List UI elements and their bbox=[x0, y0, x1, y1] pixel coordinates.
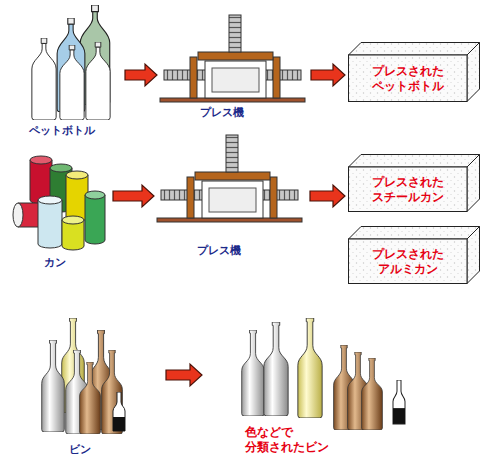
cans bbox=[66, 171, 88, 179]
text-holder: カン bbox=[10, 256, 100, 270]
illustration-node: カン bbox=[10, 150, 110, 270]
flow-arrow bbox=[113, 185, 154, 207]
pet-bottle bbox=[60, 45, 84, 120]
cans bbox=[13, 156, 105, 250]
text-holder: ビン bbox=[55, 443, 105, 457]
block-top bbox=[349, 155, 480, 168]
block-front bbox=[349, 239, 468, 284]
text-holder: プレスされた アルミカン bbox=[348, 239, 467, 284]
cans bbox=[30, 156, 52, 164]
illustration-node: プレス機 bbox=[157, 155, 307, 258]
flow-arrow bbox=[125, 64, 157, 86]
cans bbox=[85, 195, 105, 244]
item-label: ペットボトル bbox=[22, 124, 102, 138]
block-top bbox=[349, 227, 480, 240]
item-label: カン bbox=[10, 256, 100, 270]
illustration-node: プレス機 bbox=[160, 35, 308, 120]
glass-bottle bbox=[42, 340, 65, 432]
block-front bbox=[349, 167, 468, 212]
block-label: プレスされた アルミカン bbox=[348, 247, 467, 277]
glass-bottle bbox=[298, 318, 322, 418]
flow-arrow bbox=[166, 364, 202, 386]
pressed-block: プレスされた アルミカン bbox=[348, 226, 480, 284]
cans bbox=[38, 200, 62, 248]
press-machine bbox=[160, 15, 305, 102]
item-label: ビン bbox=[55, 443, 105, 457]
illustration-node: ビン bbox=[35, 315, 163, 457]
pet-bottle bbox=[32, 38, 56, 120]
block-label: プレスされた ペットボトル bbox=[348, 64, 467, 94]
glass-bottles bbox=[42, 318, 125, 434]
glass-bottle bbox=[362, 358, 383, 430]
glass-bottle bbox=[80, 362, 101, 434]
cans bbox=[50, 164, 72, 172]
text-holder: 色などで 分類されたビン bbox=[245, 425, 357, 455]
block-front bbox=[349, 55, 468, 102]
glass-bottle bbox=[242, 330, 265, 416]
block-label: プレスされた スチールカン bbox=[348, 175, 467, 205]
text-holder: プレスされた スチールカン bbox=[348, 167, 467, 212]
cans bbox=[13, 203, 23, 227]
glass-bottle bbox=[393, 380, 405, 424]
glass-bottle bbox=[264, 322, 288, 416]
illustration-node: 色などで 分類されたビン bbox=[205, 315, 415, 455]
cans bbox=[85, 191, 105, 199]
press-machine bbox=[157, 135, 302, 222]
block-side bbox=[467, 155, 480, 212]
cans bbox=[62, 216, 84, 224]
item-label: 色などで 分類されたビン bbox=[245, 425, 357, 455]
text-holder: プレス機 bbox=[169, 244, 269, 258]
glass-bottle bbox=[113, 392, 125, 431]
block-side bbox=[467, 43, 480, 102]
block-top bbox=[349, 43, 480, 56]
illustration-node: ペットボトル bbox=[22, 5, 122, 138]
sorted-bottles bbox=[242, 318, 405, 430]
text-holder: プレスされた ペットボトル bbox=[348, 55, 467, 102]
pet-bottle bbox=[86, 42, 110, 120]
flow-arrow bbox=[310, 185, 345, 207]
item-label: プレス機 bbox=[169, 244, 269, 258]
flow-arrow bbox=[311, 64, 345, 86]
pressed-block: プレスされた スチールカン bbox=[348, 154, 480, 212]
cans bbox=[38, 196, 62, 204]
text-holder: プレス機 bbox=[172, 106, 272, 120]
text-holder: ペットボトル bbox=[22, 124, 102, 138]
pet-bottles bbox=[32, 5, 110, 120]
block-side bbox=[467, 227, 480, 284]
item-label: プレス機 bbox=[172, 106, 272, 120]
pressed-block: プレスされた ペットボトル bbox=[348, 42, 480, 102]
